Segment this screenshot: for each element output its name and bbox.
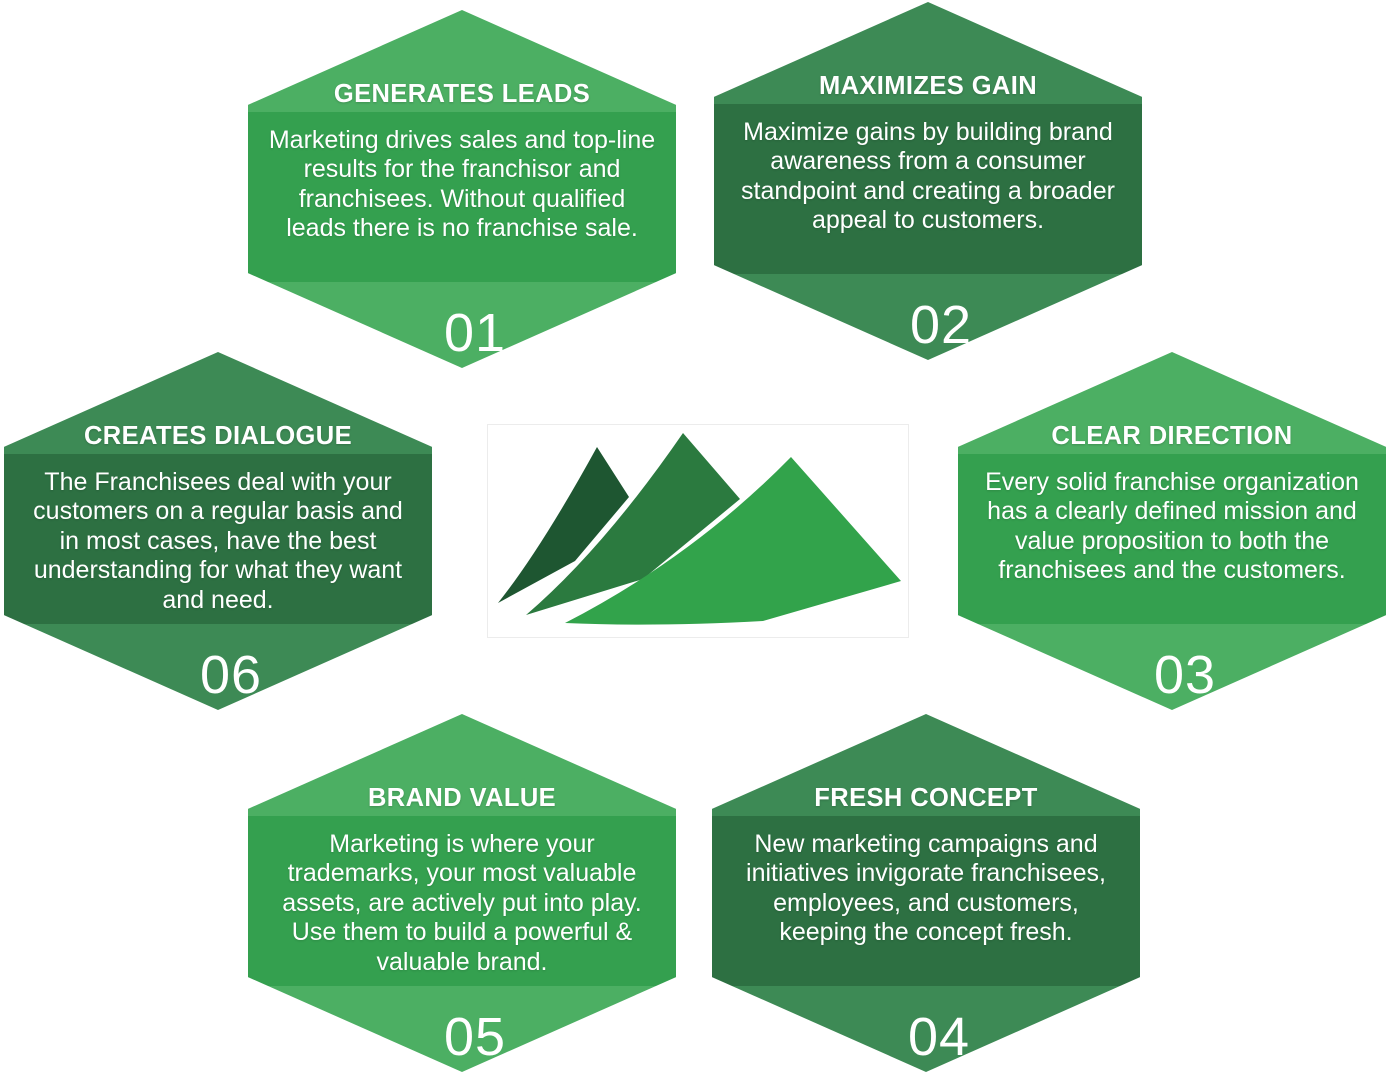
hexagon-card-03[interactable]: CLEAR DIRECTION Every solid franchise or… (958, 352, 1386, 710)
hexagon-number: 05 (443, 1007, 507, 1067)
three-peaks-logo (498, 433, 901, 625)
logo-peak-bright (565, 457, 901, 625)
hexagon-number: 03 (1153, 645, 1217, 705)
hexagon-number: 01 (443, 303, 507, 363)
hexagon-inner-band (248, 816, 676, 987)
hexagon-number: 02 (909, 295, 973, 355)
hexagon-inner-band (714, 104, 1142, 275)
hexagon-number: 06 (199, 645, 263, 705)
logo-peak-mid (526, 433, 740, 615)
hexagon-card-05[interactable]: BRAND VALUE Marketing is where your trad… (248, 714, 676, 1072)
hexagon-inner-band (4, 454, 432, 625)
hexagon-inner-band (712, 816, 1140, 987)
hexagon-card-06[interactable]: CREATES DIALOGUE The Franchisees deal wi… (4, 352, 432, 710)
hexagon-inner-band (248, 112, 676, 283)
hexagon-card-04[interactable]: FRESH CONCEPT New marketing campaigns an… (712, 714, 1140, 1072)
logo-peak-dark (498, 447, 629, 603)
center-logo-panel (487, 424, 909, 638)
hexagon-inner-band (958, 454, 1386, 625)
hexagon-number: 04 (907, 1007, 971, 1067)
hexagon-card-01[interactable]: GENERATES LEADS Marketing drives sales a… (248, 10, 676, 368)
hexagon-card-02[interactable]: MAXIMIZES GAIN Maximize gains by buildin… (714, 2, 1142, 360)
